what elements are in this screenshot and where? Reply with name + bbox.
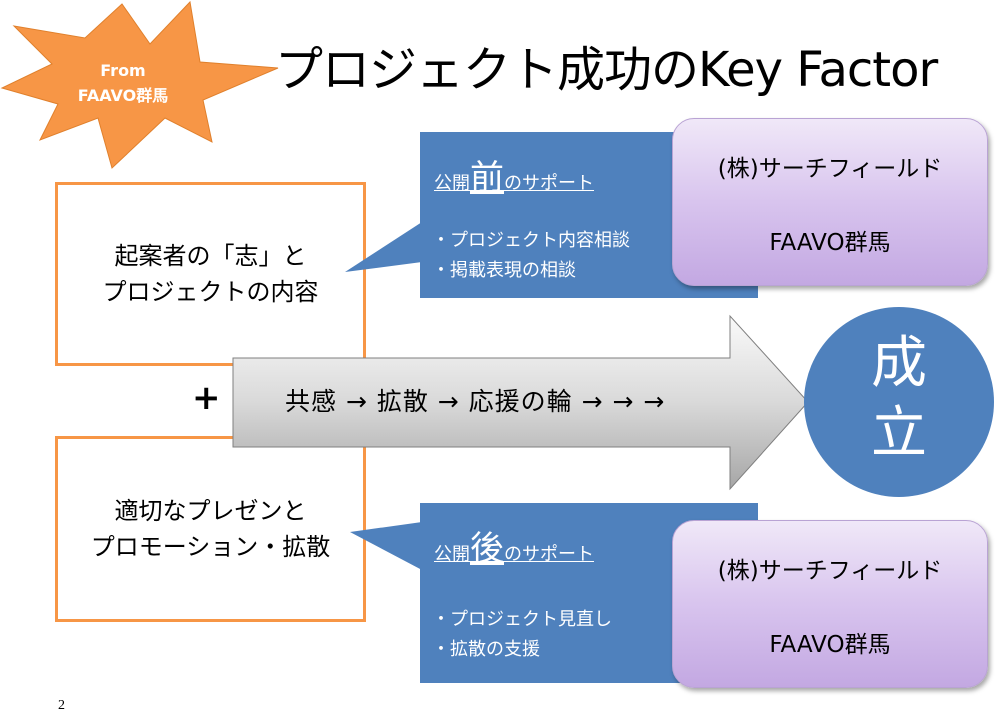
project-content-line1: 起案者の「志」と xyxy=(114,242,307,270)
partner-box-top: (株)サーチフィールド FAAVO群馬 xyxy=(672,118,988,286)
badge-line1: From xyxy=(100,61,146,80)
support-after-suffix: のサポート xyxy=(504,544,594,565)
support-before-list: ・プロジェクト内容相談 ・掲載表現の相談 xyxy=(432,226,630,286)
plus-sign: + xyxy=(192,378,221,418)
support-before-prefix: 公開 xyxy=(434,173,470,194)
circle-char-1: 成 xyxy=(871,331,927,396)
partner-bottom-company: (株)サーチフィールド xyxy=(717,558,943,584)
support-after-big: 後 xyxy=(470,529,504,569)
promotion-line2: プロモーション・拡散 xyxy=(90,533,331,561)
project-content-box: 起案者の「志」と プロジェクトの内容 xyxy=(55,182,366,366)
success-circle: 成 立 xyxy=(804,307,994,497)
partner-bottom-faavo: FAAVO群馬 xyxy=(769,632,891,658)
page-title: プロジェクト成功のKey Factor xyxy=(275,42,938,98)
project-content-line2: プロジェクトの内容 xyxy=(102,278,319,306)
page-number: 2 xyxy=(58,698,65,713)
list-item: ・プロジェクト見直し xyxy=(432,609,612,630)
support-after-list: ・プロジェクト見直し ・拡散の支援 xyxy=(432,605,612,665)
flow-text: 共感 → 拡散 → 応援の輪 → → → xyxy=(285,387,666,416)
promotion-line1: 適切なプレゼンと xyxy=(114,497,307,525)
partner-top-company: (株)サーチフィールド xyxy=(717,156,943,182)
circle-char-2: 立 xyxy=(871,401,927,466)
list-item: ・拡散の支援 xyxy=(432,639,540,660)
list-item: ・掲載表現の相談 xyxy=(432,260,576,281)
partner-box-bottom: (株)サーチフィールド FAAVO群馬 xyxy=(672,520,988,688)
support-after-title: 公開後のサポート xyxy=(434,521,594,570)
partner-top-faavo: FAAVO群馬 xyxy=(769,230,891,256)
badge-line2: FAAVO群馬 xyxy=(77,86,169,105)
promotion-box: 適切なプレゼンと プロモーション・拡散 xyxy=(55,436,366,622)
support-before-big: 前 xyxy=(470,158,504,198)
list-item: ・プロジェクト内容相談 xyxy=(432,230,630,251)
support-after-prefix: 公開 xyxy=(434,544,470,565)
support-before-title: 公開前のサポート xyxy=(434,150,594,199)
badge-text: From FAAVO群馬 xyxy=(48,58,198,108)
starburst-badge xyxy=(0,0,279,169)
support-before-suffix: のサポート xyxy=(504,173,594,194)
